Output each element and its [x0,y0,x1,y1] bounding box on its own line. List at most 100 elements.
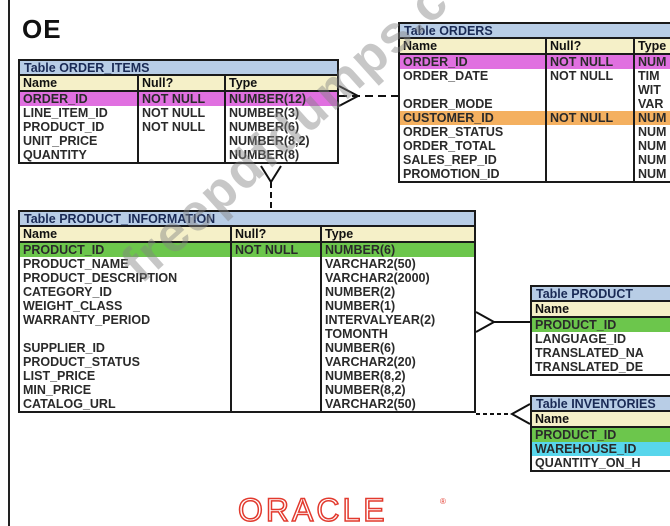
table-row: WIT [400,83,670,97]
column-header-null: Null? [231,227,322,243]
cell-null: NOT NULL [546,54,635,69]
cell-name: MIN_PRICE [20,383,232,397]
column-header-name: Name [532,412,670,428]
table-order-items[interactable]: Table ORDER_ITEMS Name Null? Type ORDER_… [18,59,339,164]
cell-null: NOT NULL [546,111,635,125]
cell-name: PRODUCT_ID [20,120,139,134]
table-row: TRANSLATED_DE [532,360,670,374]
cell-type: NUMBER(2) [325,285,396,299]
table-row: ORDER_MODE VAR [400,97,670,111]
cell-name: LINE_ITEM_ID [20,106,139,120]
table-row: LANGUAGE_ID [532,332,670,346]
cell-type: NUMBER(1) [325,299,396,313]
cell-name: ORDER_ID [400,54,547,69]
cell-name: QUANTITY [20,148,139,162]
table-row: CATALOG_URL VARCHAR2(50) [20,397,474,411]
table-title: Table PRODUCT_INFORMATION [20,212,474,227]
cell-null [231,257,322,271]
table-orders[interactable]: Table ORDERS Name Null? Type ORDER_ID NO… [398,22,670,183]
cell-name: WARRANTY_PERIOD [20,313,232,327]
table-row: PROMOTION_ID NUM [400,167,670,181]
cell-name: ORDER_DATE [400,69,547,83]
table-row: PRODUCT_STATUS VARCHAR2(20) [20,355,474,369]
cell-type: NUMBER(8,2) [325,369,406,383]
cell-type: VARCHAR2(50) [325,257,416,271]
cell-null: NOT NULL [138,91,226,106]
table-row: WARRANTY_PERIOD INTERVALYEAR(2) [20,313,474,327]
cell-name: SALES_REP_ID [400,153,547,167]
table-title: Table ORDERS [400,24,670,39]
column-header-null: Null? [138,76,226,92]
cell-null [231,327,322,341]
cell-name: ORDER_STATUS [400,125,547,139]
table-title: Table INVENTORIES [532,397,670,412]
cell-type: TIM [638,69,660,83]
cell-null [546,167,635,181]
cell-type: VARCHAR2(2000) [325,271,430,285]
table-row: SUPPLIER_ID NUMBER(6) [20,341,474,355]
cell-type: NUMBER(6) [321,242,474,257]
cell-null [138,148,226,162]
cell-null: NOT NULL [546,69,635,83]
column-header-name: Name [532,302,670,318]
table-row: TOMONTH [20,327,474,341]
table-row: LINE_ITEM_ID NOT NULL NUMBER(3) [20,106,337,120]
table-row: ORDER_ID NOT NULL NUM [400,54,670,69]
cell-null [231,355,322,369]
table-row: PRODUCT_ID NOT NULL NUMBER(6) [20,120,337,134]
cell-name [20,327,232,341]
table-row: PRODUCT_ID [532,427,670,442]
cell-name: PRODUCT_STATUS [20,355,232,369]
cell-name: QUANTITY_ON_H [535,456,641,470]
cell-name [400,83,547,97]
cell-name: PRODUCT_DESCRIPTION [20,271,232,285]
cell-type: NUMBER(8) [229,148,300,162]
table-row: WEIGHT_CLASS NUMBER(1) [20,299,474,313]
cell-name: PRODUCT_ID [532,317,670,332]
cell-name: LANGUAGE_ID [535,332,626,346]
schema-name: OE [22,14,62,44]
cell-name: PROMOTION_ID [400,167,547,181]
cell-name: PRODUCT_NAME [20,257,232,271]
cell-type: NUM [638,139,667,153]
cell-name: TRANSLATED_NA [535,346,644,360]
cell-null [231,369,322,383]
table-row: PRODUCT_DESCRIPTION VARCHAR2(2000) [20,271,474,285]
cell-name: ORDER_MODE [400,97,547,111]
cell-name: CUSTOMER_ID [400,111,547,125]
column-header-name: Name [20,227,232,243]
table-row: MIN_PRICE NUMBER(8,2) [20,383,474,397]
cell-name: WEIGHT_CLASS [20,299,232,313]
table-row: TRANSLATED_NA [532,346,670,360]
table-product-descriptions[interactable]: Table PRODUCT Name PRODUCT_ID LANGUAGE_I… [530,285,670,376]
cell-type: TOMONTH [325,327,388,341]
cell-type: NUM [638,153,667,167]
cell-type: VARCHAR2(50) [325,397,416,411]
cell-name: CATALOG_URL [20,397,232,411]
table-inventories[interactable]: Table INVENTORIES Name PRODUCT_ID WAREHO… [530,395,670,472]
cell-null [138,134,226,148]
cell-type: NUMBER(8,2) [325,383,406,397]
cell-null [231,271,322,285]
cell-type: NUM [638,167,667,181]
table-row: CUSTOMER_ID NOT NULL NUM [400,111,670,125]
column-header-null: Null? [546,39,635,55]
column-header-name: Name [400,39,547,55]
cell-null [231,383,322,397]
table-row: SALES_REP_ID NUM [400,153,670,167]
column-header-type: Type [634,39,670,55]
cell-name: SUPPLIER_ID [20,341,232,355]
cell-null: NOT NULL [231,242,322,257]
cell-type: NUMBER(8,2) [229,134,310,148]
cell-name: ORDER_ID [20,91,139,106]
cell-type: INTERVALYEAR(2) [325,313,436,327]
table-product-information[interactable]: Table PRODUCT_INFORMATION Name Null? Typ… [18,210,476,413]
column-header-name: Name [20,76,139,92]
cell-name: WAREHOUSE_ID [532,442,670,456]
cell-type: NUM [634,111,670,125]
table-row: WAREHOUSE_ID [532,442,670,456]
cell-null [546,97,635,111]
cell-null [546,153,635,167]
cell-name: PRODUCT_ID [20,242,232,257]
cell-name: TRANSLATED_DE [535,360,644,374]
